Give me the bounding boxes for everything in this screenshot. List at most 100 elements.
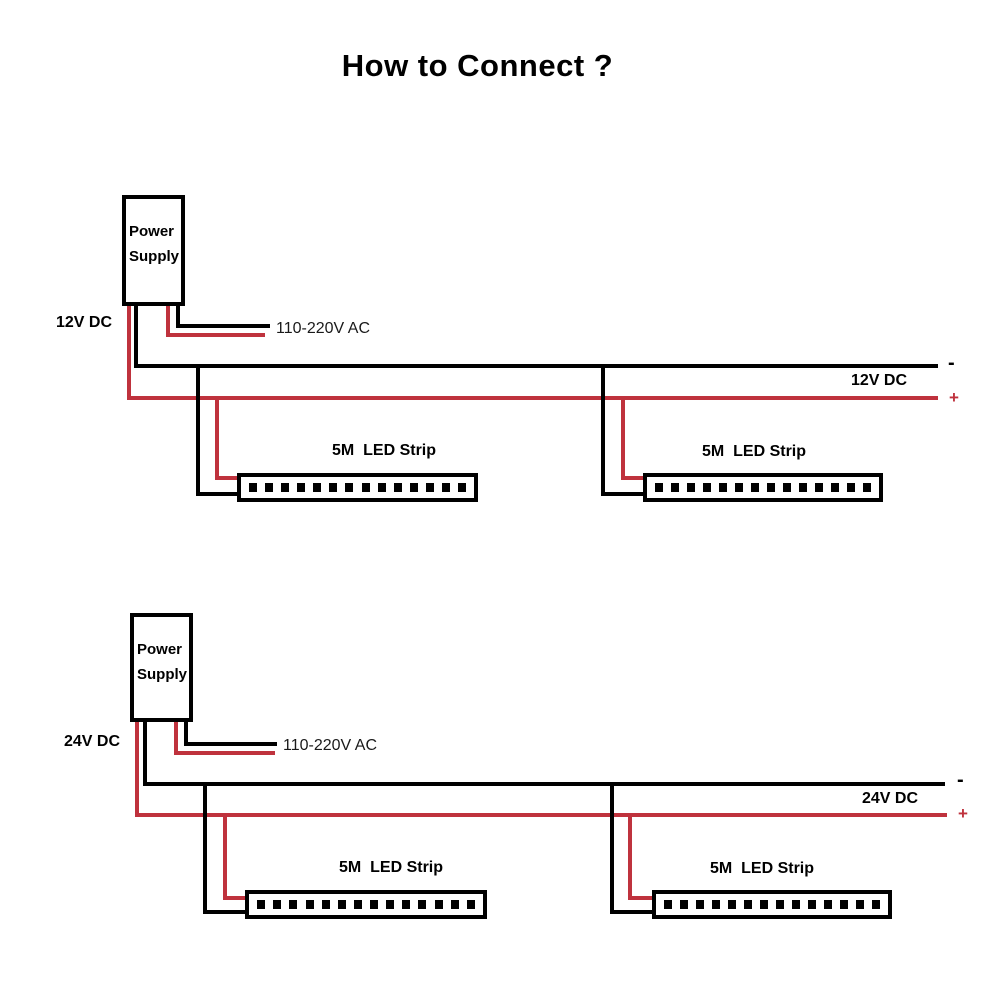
strip2-negative-drop-wire xyxy=(610,782,614,914)
led-strip-label: 5M LED Strip xyxy=(332,442,437,459)
led-pad xyxy=(712,900,720,909)
strip2-negative-stub-wire xyxy=(601,492,647,496)
led-pad xyxy=(767,483,775,492)
led-pad xyxy=(361,483,370,492)
led-pad xyxy=(337,900,346,909)
led-pad xyxy=(655,483,663,492)
ac-wire-black-horizontal xyxy=(176,324,270,328)
negative-wire-vertical xyxy=(134,306,138,368)
led-pad xyxy=(305,900,314,909)
led-strip-label: 5M LED Strip xyxy=(339,859,444,876)
led-pad-row xyxy=(249,894,483,915)
strip2-positive-drop-wire xyxy=(621,396,625,480)
output-voltage-label: 24V DC xyxy=(64,733,121,750)
led-pad xyxy=(313,483,322,492)
strip1-negative-stub-wire xyxy=(203,910,249,914)
led-pad xyxy=(799,483,807,492)
led-pad xyxy=(703,483,711,492)
strip2-positive-stub-wire xyxy=(621,476,647,480)
led-strip xyxy=(245,890,487,919)
led-pad-row xyxy=(656,894,888,915)
led-pad xyxy=(321,900,330,909)
strip1-negative-drop-wire xyxy=(196,364,200,496)
led-pad xyxy=(815,483,823,492)
ac-wire-black-horizontal xyxy=(184,742,277,746)
led-pad xyxy=(687,483,695,492)
negative-wire-vertical xyxy=(143,722,147,786)
positive-terminal-label: + xyxy=(958,804,968,823)
strip1-positive-drop-wire xyxy=(223,813,227,900)
led-pad xyxy=(393,483,402,492)
led-pad xyxy=(680,900,688,909)
led-pad xyxy=(840,900,848,909)
power-supply-label: Power Supply xyxy=(137,641,188,683)
led-pad xyxy=(863,483,871,492)
led-pad xyxy=(831,483,839,492)
output-voltage-label: 12V DC xyxy=(56,314,113,331)
led-strip-label: 5M LED Strip xyxy=(710,860,815,877)
led-pad xyxy=(345,483,354,492)
led-pad xyxy=(760,900,768,909)
led-pad xyxy=(273,900,282,909)
ac-wire-red-horizontal xyxy=(174,751,275,755)
positive-wire-vertical xyxy=(127,306,131,400)
led-pad xyxy=(249,483,258,492)
led-pad xyxy=(377,483,386,492)
ac-input-label: 110-220V AC xyxy=(283,737,377,754)
led-pad xyxy=(353,900,362,909)
ac-input-label: 110-220V AC xyxy=(276,320,370,337)
positive-terminal-label: + xyxy=(949,388,959,407)
led-pad xyxy=(450,900,459,909)
led-pad xyxy=(265,483,274,492)
led-strip-label: 5M LED Strip xyxy=(702,443,807,460)
ac-wire-red-horizontal xyxy=(166,333,265,337)
led-pad xyxy=(856,900,864,909)
led-strip xyxy=(643,473,883,502)
negative-bus-wire xyxy=(143,782,945,786)
strip2-positive-drop-wire xyxy=(628,813,632,900)
ac-wire-black-vertical xyxy=(184,722,188,746)
led-pad xyxy=(434,900,443,909)
led-pad xyxy=(671,483,679,492)
negative-terminal-label: - xyxy=(948,352,955,374)
led-pad xyxy=(289,900,298,909)
led-pad xyxy=(370,900,378,909)
power-supply-box: Power Supply xyxy=(130,613,193,722)
led-pad xyxy=(735,483,743,492)
strip1-negative-drop-wire xyxy=(203,782,207,914)
negative-terminal-label: - xyxy=(957,769,964,791)
negative-bus-wire xyxy=(134,364,938,368)
led-pad xyxy=(824,900,832,909)
positive-bus-wire xyxy=(135,813,947,817)
led-pad xyxy=(719,483,727,492)
led-pad xyxy=(744,900,752,909)
strip2-negative-stub-wire xyxy=(610,910,656,914)
ac-wire-black-vertical xyxy=(176,306,180,328)
led-pad xyxy=(792,900,800,909)
led-pad xyxy=(425,483,434,492)
led-pad xyxy=(329,483,338,492)
led-pad xyxy=(409,483,418,492)
power-supply-label: Power Supply xyxy=(129,223,180,265)
led-pad xyxy=(808,900,816,909)
strip1-positive-stub-wire xyxy=(215,476,241,480)
led-pad xyxy=(776,900,784,909)
led-pad xyxy=(386,900,395,909)
led-pad xyxy=(281,483,290,492)
led-pad xyxy=(783,483,791,492)
power-supply-box: Power Supply xyxy=(122,195,185,306)
led-pad xyxy=(441,483,450,492)
led-pad xyxy=(257,900,266,909)
led-pad xyxy=(696,900,704,909)
led-pad xyxy=(728,900,736,909)
strip2-positive-stub-wire xyxy=(628,896,656,900)
led-strip xyxy=(652,890,892,919)
led-pad xyxy=(872,900,880,909)
led-pad xyxy=(751,483,759,492)
led-pad-row xyxy=(241,477,474,498)
led-pad xyxy=(297,483,306,492)
ac-wire-red-vertical xyxy=(166,306,170,337)
strip1-negative-stub-wire xyxy=(196,492,241,496)
led-pad xyxy=(457,483,466,492)
